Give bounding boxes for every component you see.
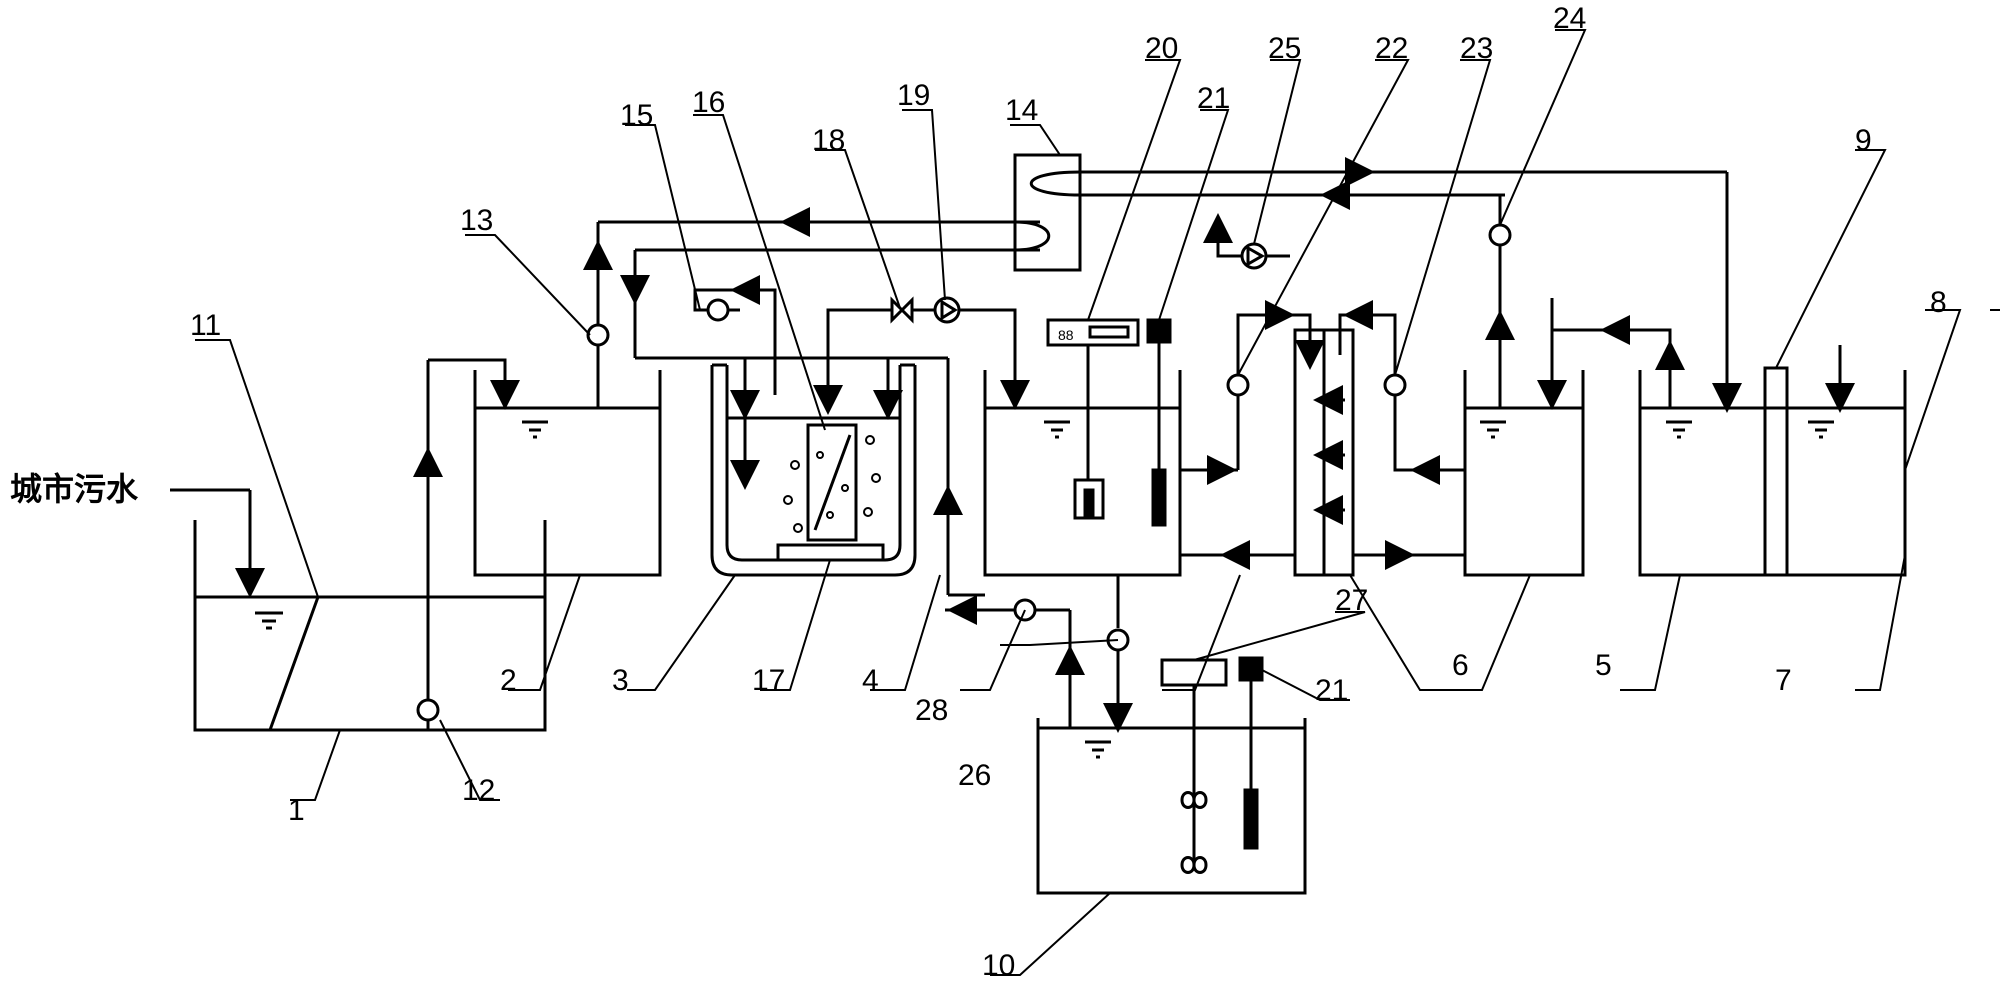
label-19: 19 — [897, 79, 930, 112]
label-21-top: 21 — [1197, 82, 1230, 115]
label-1: 1 — [288, 794, 305, 827]
leader-lines — [195, 29, 2000, 976]
tank-10 — [1036, 718, 1307, 895]
unit-6 — [1293, 328, 1355, 577]
tank-7 — [1638, 370, 1907, 577]
water-level-symbol — [1085, 740, 1111, 759]
label-13: 13 — [460, 204, 493, 237]
air-bubbles — [783, 435, 881, 533]
water-level-symbol — [1044, 420, 1070, 439]
tank-8 — [1808, 420, 1834, 439]
probe-21-tank4 — [1146, 318, 1172, 527]
water-level-symbol — [1666, 420, 1692, 439]
label-6: 6 — [1452, 649, 1469, 682]
label-11: 11 — [190, 309, 221, 342]
label-14: 14 — [1005, 94, 1038, 127]
label-17: 17 — [752, 664, 785, 697]
label-23: 23 — [1460, 32, 1493, 65]
label-28: 28 — [915, 694, 948, 727]
label-12: 12 — [462, 774, 495, 807]
label-10: 10 — [982, 949, 1015, 982]
label-24: 24 — [1553, 2, 1586, 35]
water-level-symbol — [255, 611, 283, 630]
label-25: 25 — [1268, 32, 1301, 65]
label-15: 15 — [620, 99, 653, 132]
pump-15 — [706, 298, 730, 322]
probe-21-tank10 — [1238, 656, 1264, 850]
pump-25 — [1240, 242, 1268, 270]
label-20: 20 — [1145, 32, 1178, 65]
label-21-bottom: 21 — [1315, 674, 1348, 707]
label-27: 27 — [1335, 584, 1368, 617]
labels: 城市污水 1 2 3 4 5 6 7 8 9 10 11 12 13 14 15… — [10, 2, 1947, 982]
tank-1 — [170, 488, 547, 732]
label-9: 9 — [1855, 124, 1872, 157]
valve-18 — [890, 296, 914, 324]
label-22: 22 — [1375, 32, 1408, 65]
pump-22 — [1226, 373, 1250, 397]
label-2: 2 — [500, 664, 517, 697]
aerator-plate-17 — [776, 543, 885, 562]
pump-13 — [586, 323, 610, 347]
label-5: 5 — [1595, 649, 1612, 682]
label-3: 3 — [612, 664, 629, 697]
label-18: 18 — [812, 124, 845, 157]
water-level-symbol — [1808, 420, 1834, 439]
pump-24 — [1488, 223, 1512, 247]
tank-5 — [1463, 370, 1585, 577]
controller-20 — [1046, 318, 1140, 520]
heat-exchanger-14 — [1013, 153, 1082, 272]
label-26: 26 — [958, 759, 991, 792]
stirrer-27 — [1160, 658, 1228, 874]
pump-23 — [1383, 373, 1407, 397]
pump-19 — [933, 296, 961, 324]
inlet-label: 城市污水 — [10, 471, 139, 507]
water-level-symbol — [522, 420, 548, 439]
pump-12 — [416, 698, 440, 730]
tank-4 — [983, 370, 1182, 577]
label-4: 4 — [862, 664, 879, 697]
reactor-column-16 — [806, 423, 858, 542]
tank-2 — [473, 370, 662, 577]
label-16: 16 — [692, 86, 725, 119]
baffle-9 — [1763, 366, 1789, 577]
label-8: 8 — [1930, 286, 1947, 319]
label-7: 7 — [1775, 664, 1792, 697]
controller-display: 88 — [1058, 327, 1074, 343]
water-level-symbol — [1480, 420, 1506, 439]
